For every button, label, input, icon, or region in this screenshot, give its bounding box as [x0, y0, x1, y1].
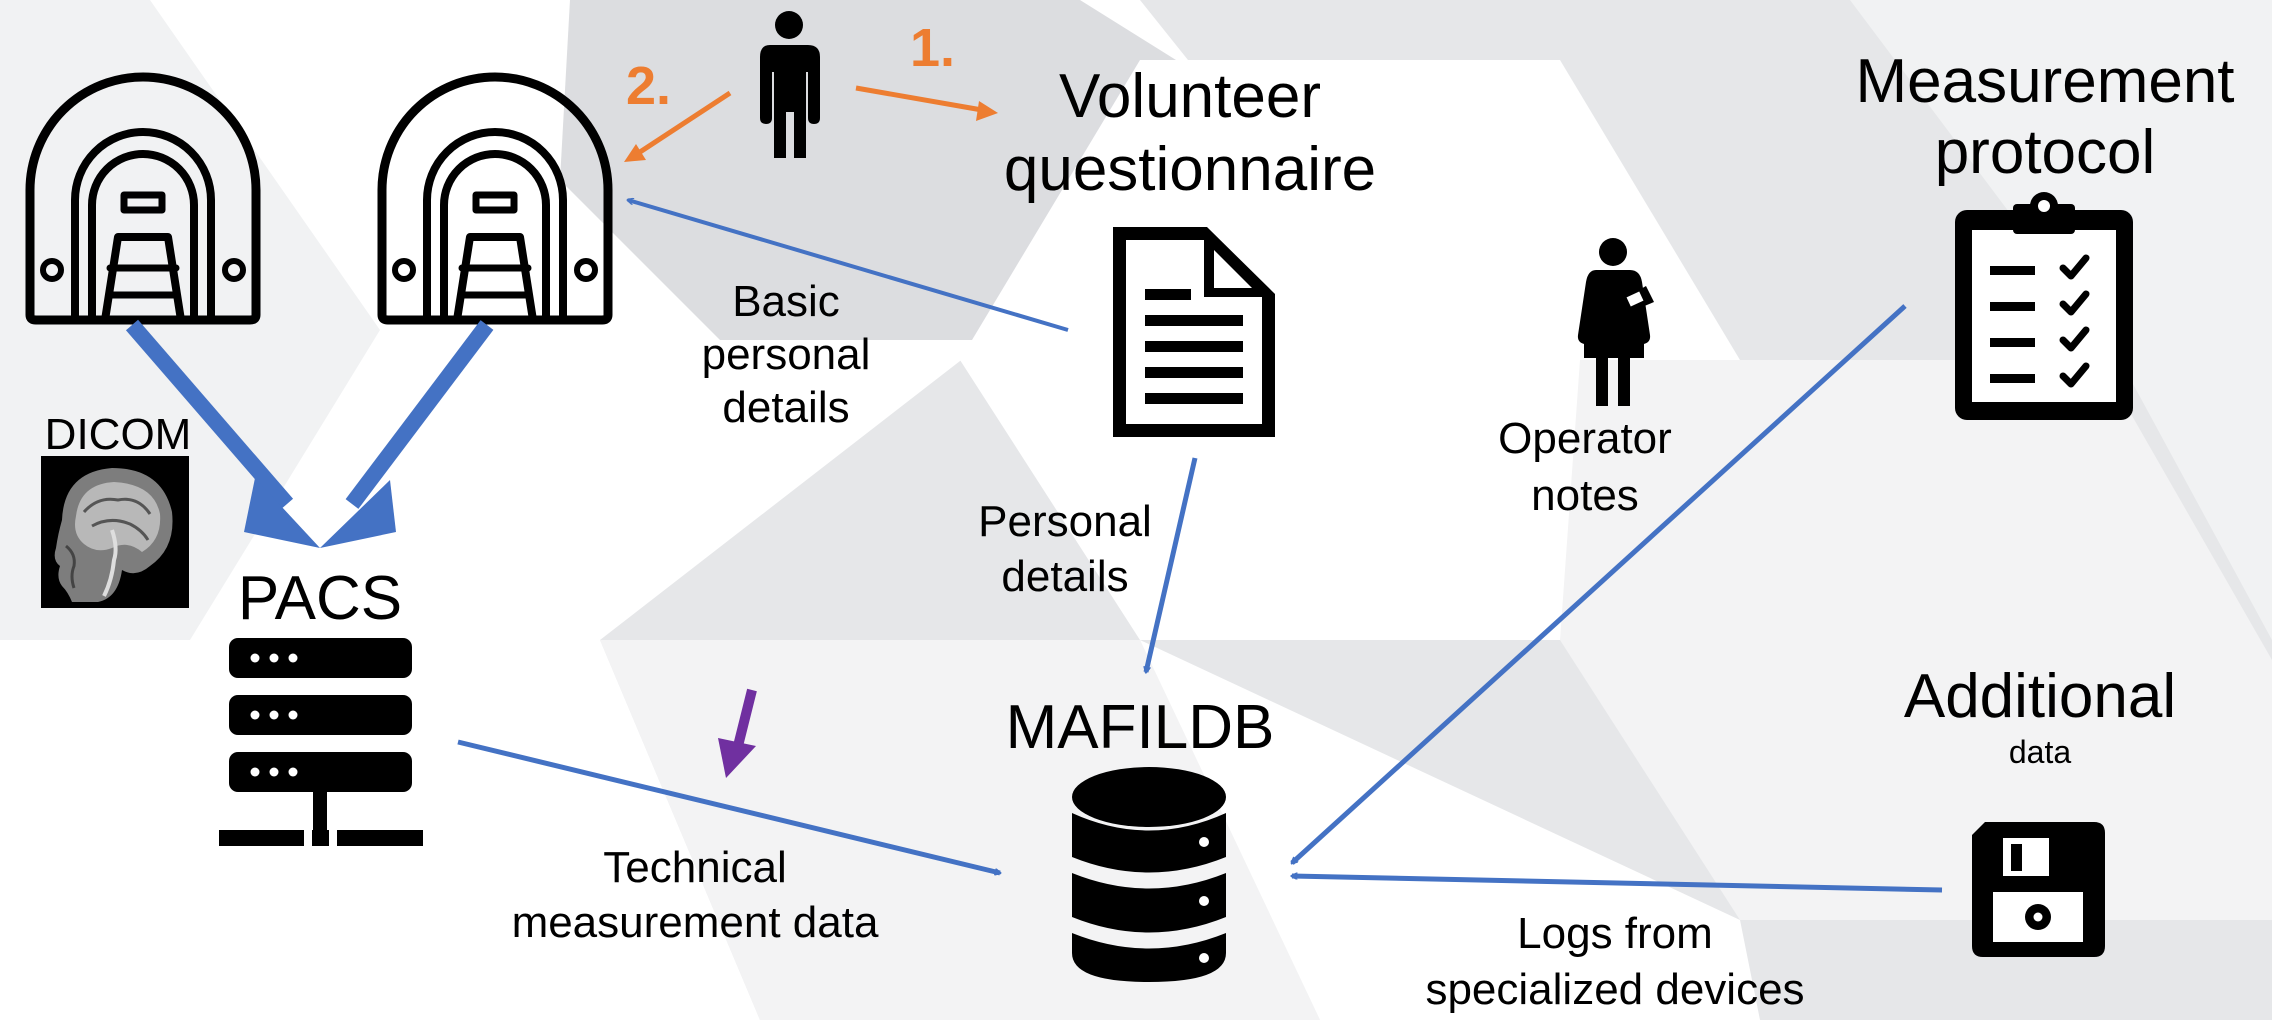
logs-label: Logs from specialized devices	[1390, 906, 1840, 1019]
operator-notes-line2: notes	[1531, 471, 1639, 521]
technical-data-arrow	[457, 739, 1000, 873]
server-icon	[219, 638, 423, 846]
technical-data-label: Technical measurement data	[470, 840, 920, 950]
volunteer-questionnaire-label: Volunteer questionnaire	[980, 60, 1400, 206]
logs-arrow	[1292, 876, 1943, 893]
operator-icon	[1577, 238, 1654, 406]
personal-details-arrow	[1146, 457, 1198, 672]
technical-data-line2: measurement data	[511, 898, 879, 947]
basic-details-line3: details	[722, 382, 850, 432]
mafildb-label: MAFILDB	[1005, 693, 1275, 762]
personal-details-line1: Personal	[978, 497, 1152, 546]
volunteer-questionnaire-line2: questionnaire	[1003, 135, 1377, 205]
pacs-arrowheads	[244, 478, 396, 548]
scanner2-to-pacs-arrow	[345, 320, 494, 509]
operator-notes-line1: Operator	[1498, 414, 1672, 463]
clipboard-checklist-icon	[1955, 192, 2133, 420]
step-arrows	[624, 85, 998, 162]
measurement-protocol-label: Measurement protocol	[1830, 46, 2260, 189]
volunteer-questionnaire-line1: Volunteer	[1059, 62, 1321, 131]
logs-line1: Logs from	[1517, 909, 1713, 958]
scanner1-to-pacs-arrow	[125, 319, 294, 510]
dicom-label: DICOM	[44, 410, 192, 459]
person-icon	[760, 11, 820, 158]
step1-label: 1.	[910, 18, 956, 78]
step2-arrowhead	[624, 144, 646, 162]
technical-data-line1: Technical	[603, 843, 787, 892]
highlight-arrow	[718, 688, 757, 778]
basic-details-line2: personal	[701, 329, 871, 379]
measurement-protocol-line1: Measurement	[1855, 47, 2235, 116]
basic-details-arrow	[628, 200, 1069, 332]
floppy-disk-icon	[1972, 822, 2105, 957]
basic-details-line1: Basic	[732, 277, 840, 326]
logs-line2: specialized devices	[1425, 965, 1805, 1015]
measurement-protocol-line2: protocol	[1934, 118, 2156, 188]
flow-arrows	[125, 200, 1943, 893]
basic-details-label: Basic personal details	[676, 276, 896, 434]
pacs-label: PACS	[237, 564, 403, 633]
protocol-to-db-arrow	[1292, 304, 1907, 863]
brain-mri-image	[41, 456, 189, 608]
personal-details-label: Personal details	[950, 494, 1180, 604]
document-icon	[1113, 227, 1275, 437]
additional-data-title: Additional	[1903, 662, 2177, 731]
database-icon	[1072, 767, 1226, 982]
personal-details-line2: details	[1001, 552, 1129, 601]
mri-scanner-icon	[377, 72, 613, 325]
step2-label: 2.	[626, 56, 672, 116]
operator-notes-label: Operator notes	[1470, 410, 1700, 524]
additional-data-label: Additional data	[1880, 662, 2200, 771]
step1-arrowhead	[976, 101, 998, 121]
additional-data-subtitle: data	[2008, 734, 2072, 771]
mri-scanner-icon	[25, 72, 261, 325]
